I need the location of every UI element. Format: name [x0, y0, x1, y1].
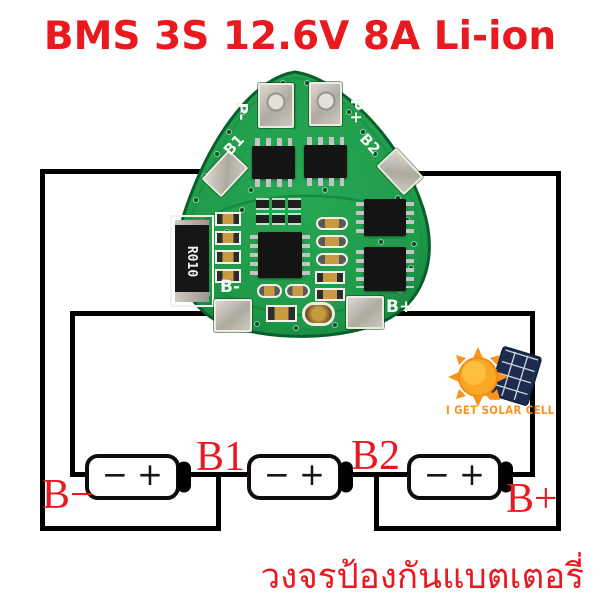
- silkscreen-b-plus: B+: [386, 297, 414, 317]
- plus-symbol: +: [299, 456, 325, 493]
- pad-p-minus: [258, 83, 294, 128]
- battery-terminal-nub: [339, 461, 353, 493]
- wire-b1-bottom: [40, 526, 221, 531]
- wire-bminus-top: [70, 311, 235, 316]
- wire-b2-top: [378, 171, 561, 176]
- shunt-cap: [175, 292, 209, 302]
- battery-cell-1: − +: [85, 454, 191, 500]
- terminal-label-b-minus: B−: [42, 472, 94, 518]
- smd-component: [256, 213, 269, 225]
- wire-cell1-cell2: [188, 472, 250, 477]
- wire-b2-junction: [374, 472, 379, 531]
- smd-component: [256, 198, 269, 210]
- pad-hole: [316, 91, 335, 111]
- wire-bplus-top: [345, 311, 535, 316]
- smd-resistor: [215, 212, 241, 226]
- smd-component: [288, 213, 301, 225]
- wire-b2-bottom: [374, 526, 561, 531]
- logo-text: I GET SOLAR CELL: [446, 403, 555, 417]
- silkscreen-b-minus: B-: [220, 277, 241, 297]
- wire-b1-left: [40, 169, 45, 531]
- minus-symbol: −: [102, 456, 128, 493]
- smd-resistor: [285, 284, 310, 298]
- mosfet-chip-2: [356, 247, 414, 291]
- wire-b2-right: [556, 171, 561, 531]
- smd-resistor: [316, 253, 348, 266]
- smd-component: [288, 198, 301, 210]
- wire-cell2-cell3: [348, 472, 410, 477]
- smd-resistor: [215, 231, 241, 245]
- silkscreen-p-minus: P-: [232, 102, 252, 121]
- smd-resistor: [257, 284, 282, 298]
- battery-terminal-nub: [499, 461, 513, 493]
- pad-hole: [266, 92, 286, 112]
- minus-symbol: −: [264, 456, 290, 493]
- battery-cell-2: − +: [247, 454, 353, 500]
- battery-terminal-nub: [177, 461, 191, 493]
- smd-component: [272, 213, 285, 225]
- protection-ic-chip: [250, 232, 310, 278]
- smd-capacitor: [302, 302, 335, 326]
- smd-resistor: [316, 235, 348, 248]
- solar-logo: [448, 346, 542, 407]
- smd-resistor: [315, 288, 345, 301]
- mosfet-chip-1: [356, 199, 414, 236]
- thai-caption: วงจรป้องกันแบตเตอรี่: [260, 557, 584, 597]
- soic8-chip-2: [304, 137, 347, 186]
- smd-resistor: [215, 250, 241, 264]
- minus-symbol: −: [424, 456, 450, 493]
- plus-symbol: +: [137, 456, 163, 493]
- wire-b1-top: [40, 169, 230, 174]
- plus-symbol: +: [459, 456, 485, 493]
- soic8-chip-1: [252, 138, 295, 187]
- wire-bplus-stub: [512, 472, 535, 477]
- wire-bminus-left: [70, 311, 75, 477]
- shunt-label: R010: [184, 245, 200, 277]
- smd-resistor: [266, 305, 297, 322]
- wire-bminus-stub: [70, 472, 90, 477]
- page-title: BMS 3S 12.6V 8A Li-ion: [43, 14, 557, 59]
- pad-p-plus: [309, 82, 342, 126]
- solar-panel-icon: [482, 346, 542, 406]
- smd-resistor: [316, 217, 348, 230]
- bms-pcb: P- P+ B1 B2 R010: [165, 70, 445, 340]
- terminal-label-b1: B1: [196, 434, 246, 480]
- pad-b-minus: [214, 299, 252, 332]
- battery-cell-3: − +: [407, 454, 513, 500]
- smd-resistor: [215, 269, 241, 283]
- terminal-label-b2: B2: [351, 433, 401, 479]
- silkscreen-p-plus: P+: [347, 98, 367, 125]
- shunt-resistor-r010: R010: [170, 215, 214, 307]
- shunt-body: R010: [175, 225, 209, 297]
- wire-b1-junction: [216, 472, 221, 531]
- smd-component: [272, 198, 285, 210]
- terminal-label-b-plus: B+: [506, 476, 558, 522]
- sun-icon: [448, 347, 508, 407]
- wire-bplus-right: [530, 311, 535, 477]
- pad-b-plus: [346, 296, 384, 329]
- smd-resistor: [315, 271, 345, 284]
